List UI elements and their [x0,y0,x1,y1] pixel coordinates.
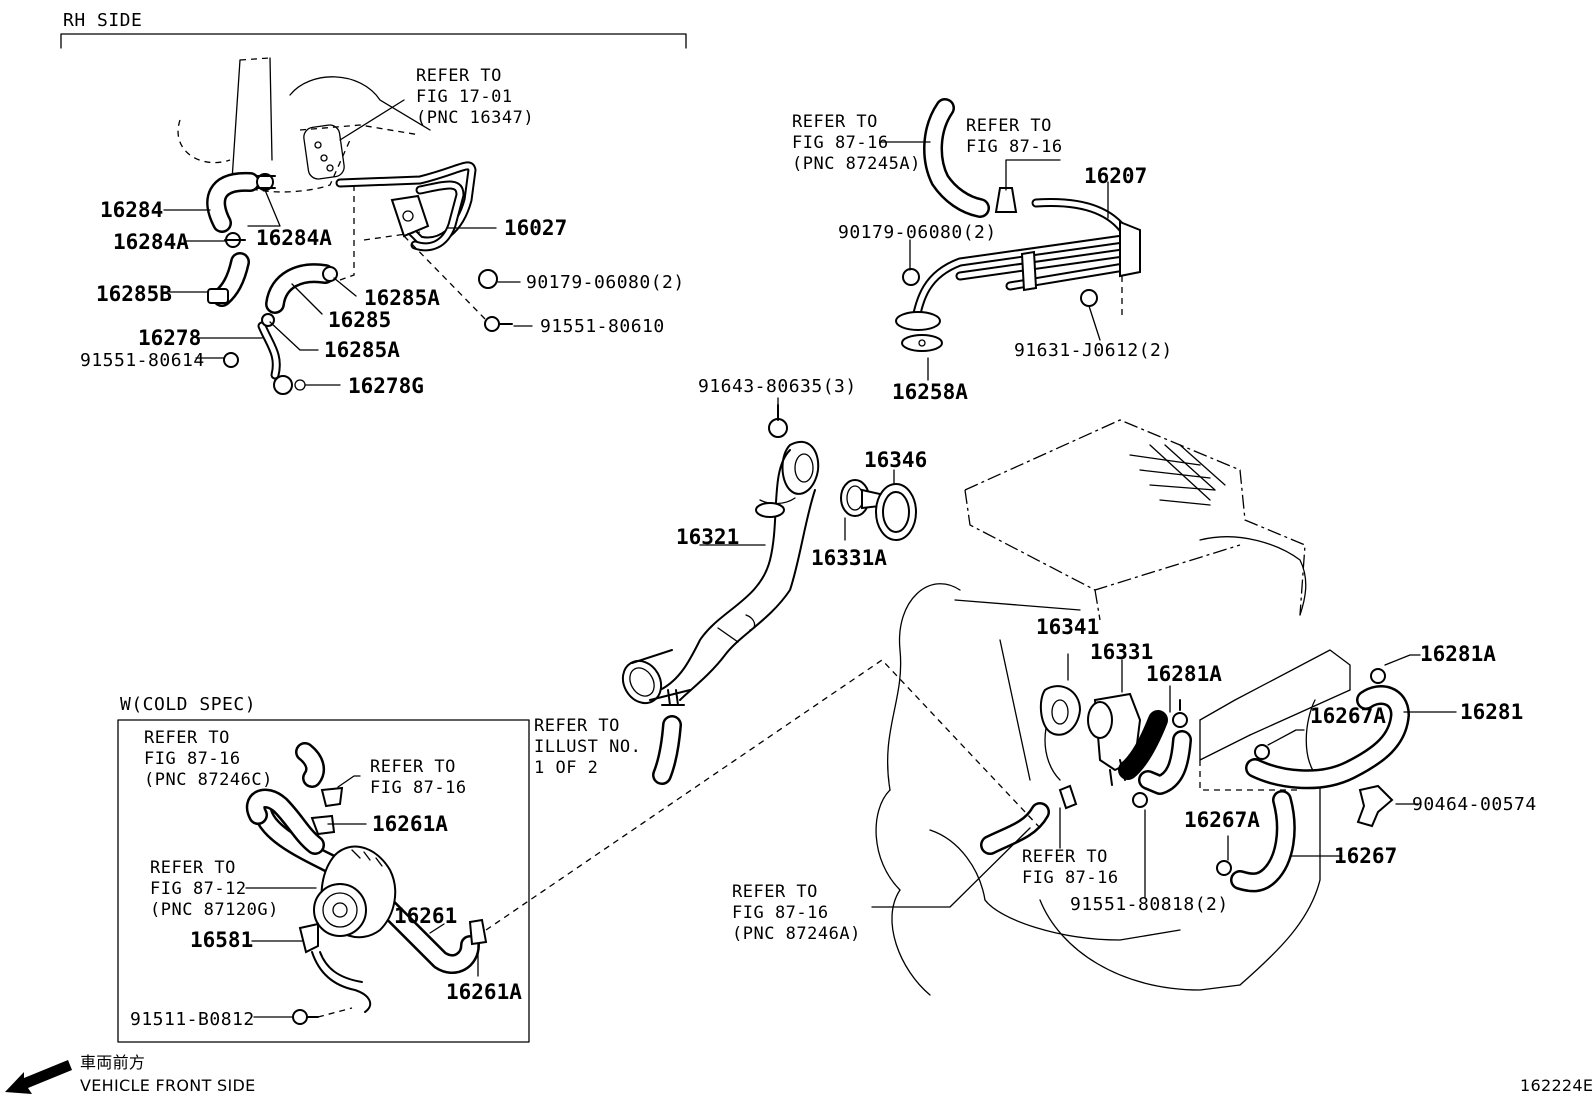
part-16258a-label[interactable]: 16258A [892,380,968,404]
part-16278-label[interactable]: 16278 [138,326,202,350]
part-16281a-label-center[interactable]: 16281A [1146,662,1222,686]
refer-fig-87-16-engine[interactable]: REFER TO FIG 87-16 [1022,847,1119,888]
part-91551-80818-label[interactable]: 91551-80818(2) [1070,894,1229,915]
pipe-16207-drawing [895,98,1141,352]
part-16278g-label[interactable]: 16278G [348,374,424,398]
intake-manifold-ghost [177,57,431,193]
refer-fig-87-16-87245a[interactable]: REFER TO FIG 87-16 (PNC 87245A) [792,112,921,174]
rh-side-label: RH SIDE [63,10,143,31]
part-16321-label[interactable]: 16321 [676,525,740,549]
cold-spec-leaders [245,775,479,1018]
part-16207-label[interactable]: 16207 [1084,164,1148,188]
part-16285b-label[interactable]: 16285B [96,282,172,306]
pipe-16027-drawing [335,161,513,332]
cold-spec-label: W(COLD SPEC) [120,694,257,715]
part-16284a-label-right[interactable]: 16284A [256,226,332,250]
part-90464-00574-label[interactable]: 90464-00574 [1412,794,1537,815]
refer-fig-87-16-top[interactable]: REFER TO FIG 87-16 [966,116,1063,157]
part-16285a-label-bottom[interactable]: 16285A [324,338,400,362]
refer-illust-no-1-of-2[interactable]: REFER TO ILLUST NO. 1 OF 2 [534,716,642,778]
engine-ghost [875,419,1351,996]
part-16581-label[interactable]: 16581 [190,928,254,952]
part-16285a-label-top[interactable]: 16285A [364,286,440,310]
refer-fig-87-16-87246a[interactable]: REFER TO FIG 87-16 (PNC 87246A) [732,882,861,944]
cold-spec-drawing [245,742,488,1025]
part-16281-label[interactable]: 16281 [1460,700,1524,724]
engine-components [980,653,1410,893]
part-16261a-label-top[interactable]: 16261A [372,812,448,836]
part-16267a-label-top[interactable]: 16267A [1310,704,1386,728]
thermostat-drawing [699,469,917,546]
part-16331-label[interactable]: 16331 [1090,640,1154,664]
part-91631-j0612-label[interactable]: 91631-J0612(2) [1014,340,1173,361]
part-16261-label[interactable]: 16261 [394,904,458,928]
rh-side-bracket [60,33,687,49]
part-91551-80614-label[interactable]: 91551-80614 [80,350,205,371]
part-91511-b0812-label[interactable]: 91511-B0812 [130,1009,255,1030]
refer-fig-87-16-clip[interactable]: REFER TO FIG 87-16 [370,757,467,798]
part-16346-label[interactable]: 16346 [864,448,928,472]
part-91551-80610-label[interactable]: 91551-80610 [540,316,665,337]
rh-side-hoses [206,171,338,395]
engine-leaders [871,654,1457,908]
part-16261a-label-bottom[interactable]: 16261A [446,980,522,1004]
part-16027-label[interactable]: 16027 [504,216,568,240]
pipe-16207-leaders [879,141,1109,381]
refer-fig-87-16-87246c[interactable]: REFER TO FIG 87-16 (PNC 87246C) [144,728,273,790]
part-16284-label[interactable]: 16284 [100,198,164,222]
part-16267-label[interactable]: 16267 [1334,844,1398,868]
part-16267a-label-bottom[interactable]: 16267A [1184,808,1260,832]
cold-spec-box-frame [117,719,530,1043]
rh-side-leaders [163,99,533,386]
illustration-id: 162224E [1520,1076,1592,1095]
part-16341-label[interactable]: 16341 [1036,615,1100,639]
cold-spec-link-line [485,659,1043,931]
part-16281a-label-right[interactable]: 16281A [1420,642,1496,666]
part-90179-06080-label[interactable]: 90179-06080(2) [838,222,997,243]
part-16284a-label-left[interactable]: 16284A [113,230,189,254]
vehicle-front-arrow-icon [5,1060,72,1094]
water-pipe-16321-drawing [621,397,820,785]
part-90179-06080-label-rh[interactable]: 90179-06080(2) [526,272,685,293]
part-16331a-label[interactable]: 16331A [811,546,887,570]
part-16285-label[interactable]: 16285 [328,308,392,332]
part-91643-80635-label[interactable]: 91643-80635(3) [698,376,857,397]
refer-fig-87-12-87120g[interactable]: REFER TO FIG 87-12 (PNC 87120G) [150,858,279,920]
refer-fig-17-01[interactable]: REFER TO FIG 17-01 (PNC 16347) [416,66,535,128]
vehicle-front-jp-label: 車両前方 [80,1053,146,1072]
vehicle-front-en-label: VEHICLE FRONT SIDE [80,1076,256,1095]
